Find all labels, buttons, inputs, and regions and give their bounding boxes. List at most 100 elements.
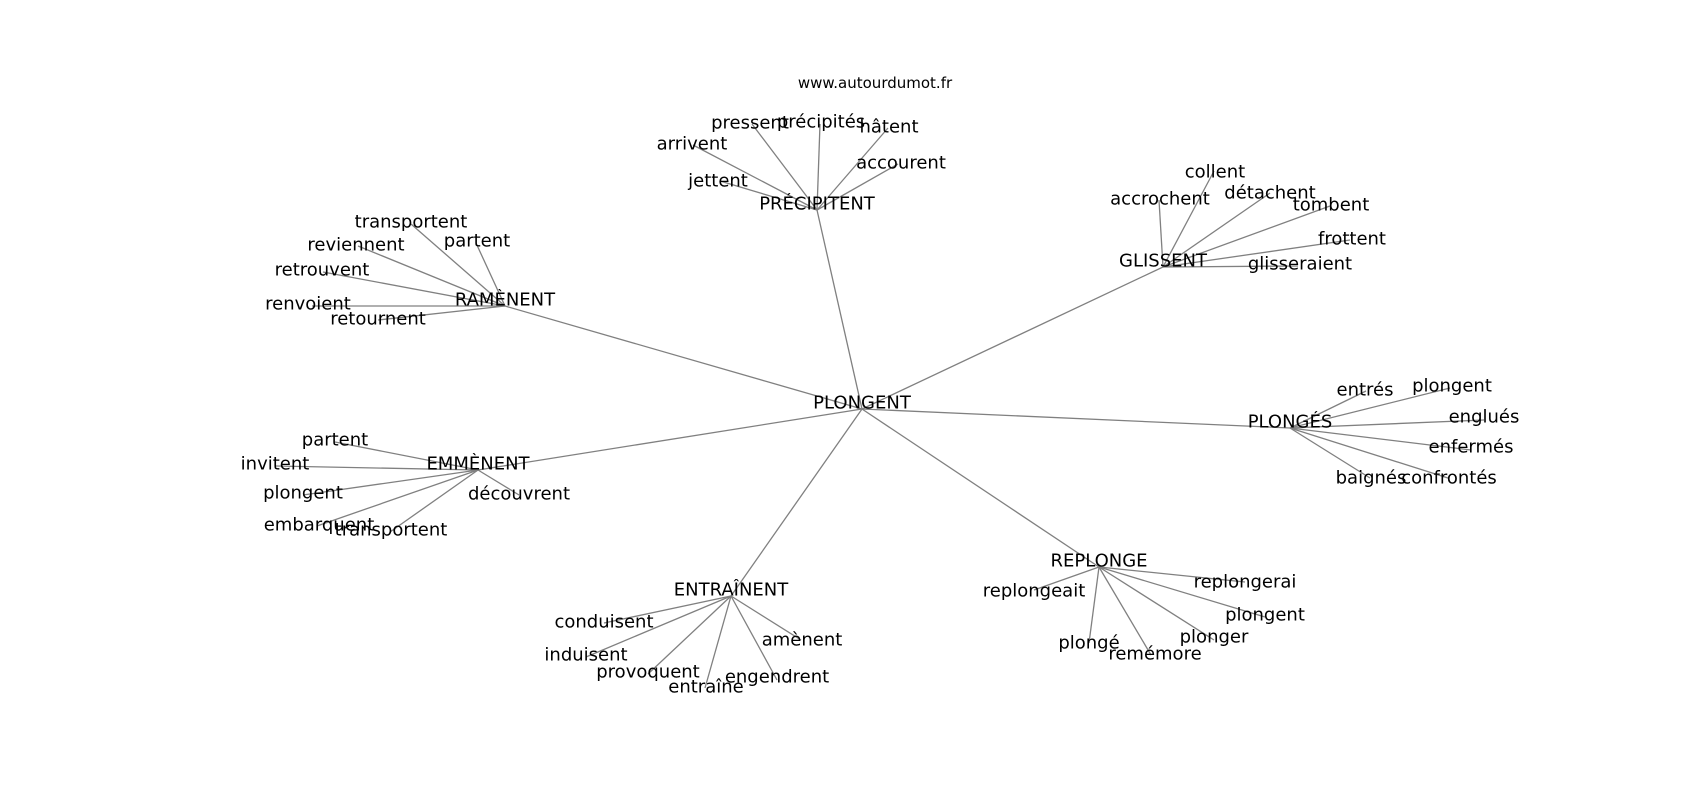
edge-center-to-hub [477, 408, 863, 471]
leaf-node-label: hâtent [859, 117, 918, 138]
leaf-node-label: replongerai [1194, 572, 1297, 593]
leaf-node-label: induisent [544, 645, 627, 666]
edge-hub-to-leaf [377, 305, 506, 321]
leaf-node-label: retournent [330, 309, 426, 330]
edge-center-to-hub [861, 266, 1164, 410]
leaf-node-label: collent [1185, 162, 1245, 183]
leaf-node-label: transportent [355, 212, 468, 233]
edge-hub-to-leaf [302, 469, 479, 496]
leaf-node-label: jettent [687, 171, 748, 192]
leaf-node-label: plongent [1225, 605, 1305, 626]
leaf-node-label: arrivent [657, 134, 728, 155]
leaf-node-label: replongeait [983, 581, 1086, 602]
leaf-node-label: embarquent [264, 515, 375, 536]
edge-hub-to-leaf [475, 242, 506, 307]
center-node-label: PLONGENT [813, 393, 912, 414]
leaf-node-label: tombent [1293, 195, 1370, 216]
leaf-node-label: transportent [335, 520, 448, 541]
edge-hub-to-leaf [1162, 239, 1351, 268]
leaf-node-label: partent [302, 430, 368, 451]
edge-center-to-hub [730, 408, 863, 597]
edge-hub-to-leaf [704, 595, 732, 689]
leaf-node-label: amènent [762, 630, 843, 651]
edge-center-to-hub [861, 408, 1100, 568]
leaf-node-label: plongent [263, 483, 343, 504]
leaf-node-label: partent [444, 231, 510, 252]
edge-hub-to-leaf [751, 123, 818, 211]
edge-hub-to-leaf [692, 144, 818, 211]
edge-hub-to-leaf [816, 127, 889, 211]
graph-labels: www.autourdumot.fr PLONGENT PRÉCIPITENT pr… [241, 74, 1520, 698]
leaf-node-label: invitent [241, 454, 310, 475]
leaf-node-label: engendrent [725, 667, 829, 688]
leaf-node-label: reviennent [307, 235, 404, 256]
edge-hub-to-leaf [1098, 566, 1152, 656]
leaf-node-label: provoquent [596, 662, 699, 683]
edge-hub-to-leaf [477, 469, 520, 496]
hub-node-label: EMMÈNENT [426, 453, 530, 475]
hub-node-label: PLONGÉS [1248, 411, 1333, 433]
leaf-node-label: glisseraient [1248, 254, 1352, 275]
edge-hub-to-leaf [816, 123, 821, 211]
leaf-node-label: conduisent [554, 612, 653, 633]
edge-hub-to-leaf [316, 469, 479, 527]
edge-center-to-hub [504, 305, 863, 410]
edge-hub-to-leaf [1289, 427, 1449, 479]
leaf-node-label: accourent [856, 153, 946, 174]
edge-hub-to-leaf [1098, 566, 1266, 618]
leaf-node-label: découvrent [468, 484, 570, 505]
leaf-node-label: plonger [1180, 627, 1249, 648]
edge-hub-to-leaf [1088, 566, 1100, 644]
edge-hub-to-leaf [585, 595, 732, 658]
edge-hub-to-leaf [357, 245, 506, 307]
edge-hub-to-leaf [730, 595, 778, 681]
leaf-node-label: baignés [1336, 468, 1407, 489]
edge-hub-to-leaf [1289, 427, 1371, 479]
hub-node-label: GLISSENT [1119, 251, 1208, 272]
graph-edges [275, 123, 1485, 689]
leaf-node-label: remémore [1108, 644, 1201, 665]
leaf-node-label: plongé [1058, 633, 1119, 654]
hub-node-label: PRÉCIPITENT [759, 193, 876, 215]
leaf-node-label: entrés [1337, 380, 1394, 401]
edge-hub-to-leaf [1033, 566, 1100, 591]
leaf-node-label: accrochent [1110, 189, 1210, 210]
leaf-node-label: retrouvent [275, 260, 370, 281]
source-url: www.autourdumot.fr [798, 74, 953, 92]
leaf-node-label: précipités [777, 112, 865, 133]
edge-hub-to-leaf [647, 595, 732, 675]
edge-hub-to-leaf [275, 465, 479, 471]
edge-hub-to-leaf [1098, 566, 1215, 641]
leaf-node-label: détachent [1224, 183, 1315, 204]
hub-node-label: RAMÈNENT [455, 289, 556, 311]
edge-hub-to-leaf [1162, 205, 1331, 268]
edge-hub-to-leaf [1289, 390, 1367, 429]
edge-hub-to-leaf [719, 180, 818, 211]
leaf-node-label: entraîne [668, 677, 743, 698]
edge-center-to-hub [861, 408, 1291, 429]
edge-hub-to-leaf [389, 469, 479, 533]
hub-node-label: REPLONGE [1050, 551, 1147, 572]
leaf-node-label: englués [1449, 407, 1520, 428]
leaf-node-label: frottent [1318, 229, 1386, 250]
edge-hub-to-leaf [1289, 419, 1485, 429]
edge-hub-to-leaf [322, 271, 506, 307]
hub-node-label: ENTRAÎNENT [674, 579, 790, 601]
edge-hub-to-leaf [603, 595, 732, 624]
edge-hub-to-leaf [1289, 387, 1451, 429]
edge-hub-to-leaf [730, 595, 802, 641]
edge-hub-to-leaf [410, 223, 506, 307]
leaf-node-label: plongent [1412, 376, 1492, 397]
edge-hub-to-leaf [1158, 199, 1164, 268]
edge-center-to-hub [816, 209, 863, 410]
edge-hub-to-leaf [1162, 192, 1271, 268]
leaf-node-label: renvoient [265, 294, 351, 315]
leaf-node-label: enfermés [1429, 437, 1514, 458]
edge-hub-to-leaf [334, 441, 479, 471]
leaf-node-label: pressent [711, 113, 789, 134]
edge-hub-to-leaf [1098, 566, 1246, 583]
leaf-node-label: confrontés [1401, 468, 1497, 489]
edge-hub-to-leaf [816, 163, 899, 211]
edge-hub-to-leaf [1162, 170, 1215, 268]
